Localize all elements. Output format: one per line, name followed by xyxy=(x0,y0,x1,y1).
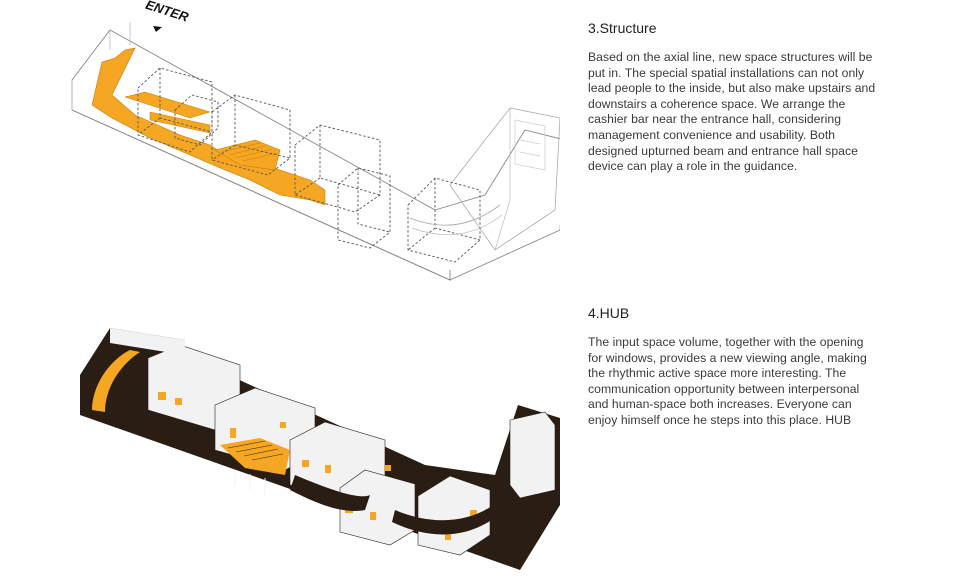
right-wing-details xyxy=(514,119,546,171)
dark-beams xyxy=(290,475,502,535)
right-wing-walls xyxy=(449,107,560,251)
upturned-beam-inner xyxy=(411,214,503,236)
section-body: Based on the axial line, new space struc… xyxy=(588,50,876,174)
structure-text-block: 3.Structure Based on the axial line, new… xyxy=(588,20,878,175)
dashed-volumes xyxy=(137,67,481,263)
orange-stair xyxy=(220,438,290,475)
hub-text-block: 4.HUB The input space volume, together w… xyxy=(588,305,878,429)
entrance-columns xyxy=(71,22,131,110)
right-wing-inner xyxy=(494,108,511,251)
section-title: 3.Structure xyxy=(588,20,657,36)
columns xyxy=(234,470,266,495)
section-title: 4.HUB xyxy=(588,305,630,321)
stair-treads xyxy=(221,142,278,162)
stair-treads xyxy=(227,440,284,461)
section-body: The input space volume, together with th… xyxy=(588,335,867,427)
left-curved-wall xyxy=(92,350,140,412)
floor-slab-edge xyxy=(71,109,451,281)
upturned-beam xyxy=(409,204,501,226)
enter-arrow-icon xyxy=(153,26,162,32)
top-wall xyxy=(110,328,185,355)
floor-slab xyxy=(71,29,560,281)
enter-label: ENTER xyxy=(144,0,191,25)
hub-axonometric-diagram xyxy=(80,328,560,570)
structure-axonometric-diagram: ENTER xyxy=(71,0,560,281)
